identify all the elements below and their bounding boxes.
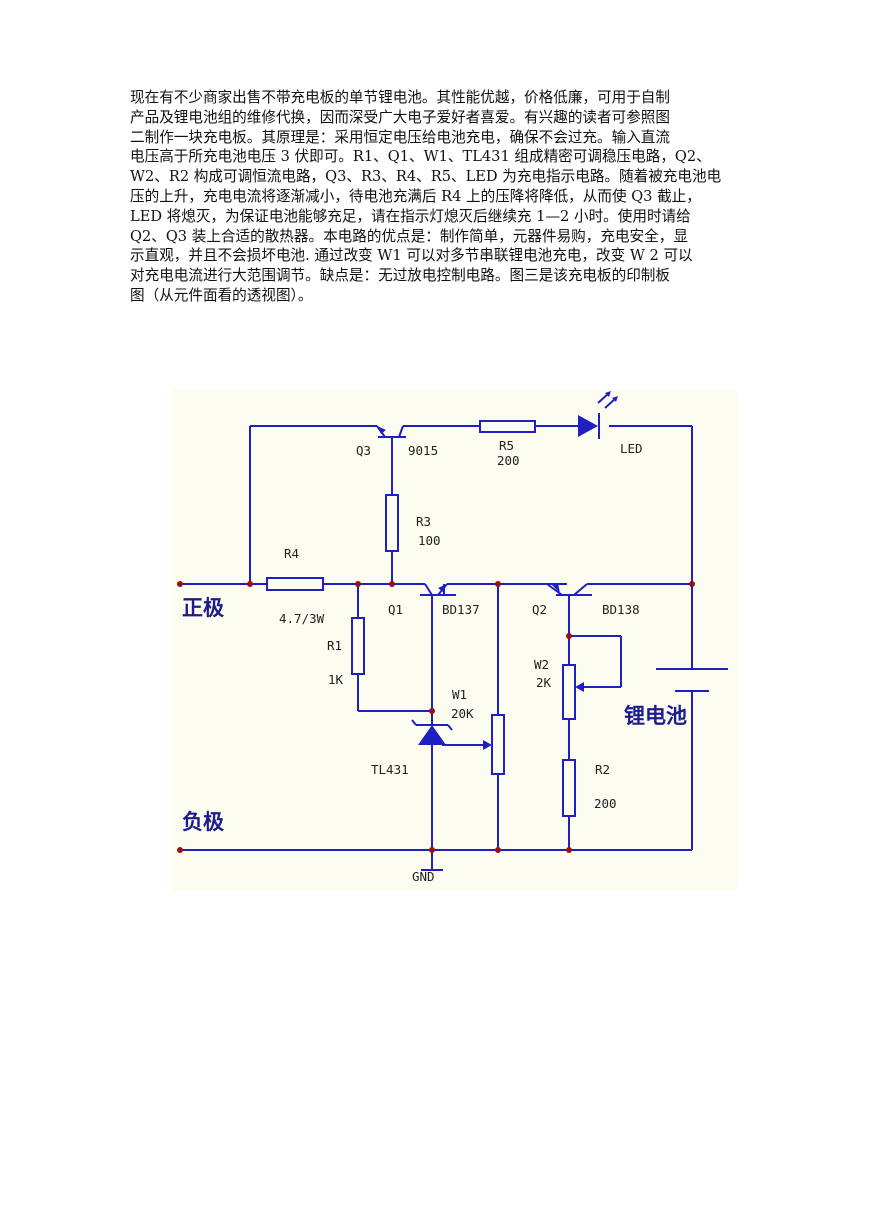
r3-value-label: 100	[418, 533, 441, 548]
r3-ref-label: R3	[416, 514, 431, 529]
article-line: Q2、Q3 装上合适的散热器。本电路的优点是：制作简单，元器件易购，充电安全，显	[130, 227, 688, 245]
w2-ref-label: W2	[534, 657, 549, 672]
r3-resistor	[385, 494, 399, 552]
r2-value-label: 200	[594, 796, 617, 811]
r5-value-label: 200	[497, 453, 520, 468]
q2-part-label: BD138	[602, 602, 640, 617]
q2-transistor	[546, 583, 592, 596]
junction-dot	[429, 708, 435, 714]
r5-resistor	[479, 420, 536, 433]
junction-dot	[566, 633, 572, 639]
positive-terminal-label: 正极	[182, 596, 225, 620]
junctions	[177, 581, 695, 853]
article-line: 示直观，并且不会损坏电池. 通过改变 W1 可以对多节串联锂电池充电，改变 W …	[130, 247, 693, 265]
r1-value-label: 1K	[328, 672, 344, 687]
junction-dot	[389, 581, 395, 587]
article-line: 产品及锂电池组的维修代换，因而深受广大电子爱好者喜爱。有兴趣的读者可参照图	[130, 108, 670, 126]
r4-resistor	[266, 577, 324, 591]
ground-label: GND	[412, 869, 435, 884]
r2-resistor	[562, 759, 576, 817]
q2-ref-label: Q2	[532, 602, 547, 617]
r1-ref-label: R1	[327, 638, 342, 653]
w1-ref-label: W1	[452, 687, 467, 702]
r1-resistor	[351, 617, 365, 675]
article-line: 压的上升，充电电流将逐渐减小，待电池充满后 R4 上的压降将降低，从而使 Q3 …	[130, 187, 701, 205]
charger-schematic: Q3 9015 R5 200 LED R3 100 R4 4.7/3W Q1 B…	[172, 389, 738, 891]
w2-potentiometer	[562, 664, 576, 720]
q3-ref-label: Q3	[356, 443, 371, 458]
article-line: 现在有不少商家出售不带充电板的单节锂电池。其性能优越，价格低廉，可用于自制	[130, 89, 670, 106]
junction-dot	[495, 847, 501, 853]
r4-value-label: 4.7/3W	[279, 611, 325, 626]
wires	[180, 425, 693, 870]
w1-potentiometer	[491, 714, 505, 775]
q1-transistor	[420, 583, 456, 596]
w2-value-label: 2K	[536, 675, 552, 690]
led-symbol	[578, 391, 618, 439]
tl431-ref-label: TL431	[371, 762, 409, 777]
article-line: 二制作一块充电板。其原理是：采用恒定电压给电池充电，确保不会过充。输入直流	[130, 128, 670, 146]
battery-symbol	[656, 668, 728, 692]
r2-ref-label: R2	[595, 762, 610, 777]
battery-label: 锂电池	[624, 704, 687, 728]
schematic-background	[172, 389, 738, 891]
w1-value-label: 20K	[451, 706, 474, 721]
q3-transistor	[376, 425, 406, 438]
junction-dot	[355, 581, 361, 587]
negative-terminal-label: 负极	[182, 810, 225, 834]
q3-part-label: 9015	[408, 443, 438, 458]
w2-wiper-arrowhead	[575, 682, 584, 692]
junction-dot	[247, 581, 253, 587]
r5-ref-label: R5	[499, 438, 514, 453]
junction-dot	[177, 581, 183, 587]
junction-dot	[495, 581, 501, 587]
r4-ref-label: R4	[284, 546, 299, 561]
q1-ref-label: Q1	[388, 602, 403, 617]
article-line: W2、R2 构成可调恒流电路，Q3、R3、R4、R5、LED 为充电指示电路。随…	[130, 168, 722, 186]
tl431-symbol	[411, 719, 453, 746]
junction-dot	[177, 847, 183, 853]
led-ref-label: LED	[620, 441, 643, 456]
w1-wiper-arrowhead	[483, 740, 492, 750]
article-line: 对充电电流进行大范围调节。缺点是：无过放电控制电路。图三是该充电板的印制板	[130, 267, 670, 285]
q1-part-label: BD137	[442, 602, 480, 617]
article-paragraph: 现在有不少商家出售不带充电板的单节锂电池。其性能优越，价格低廉，可用于自制 产品…	[130, 88, 766, 306]
junction-dot	[566, 847, 572, 853]
article-line: LED 将熄灭，为保证电池能够充足，请在指示灯熄灭后继续充 1—2 小时。使用时…	[130, 207, 691, 225]
article-line: 电压高于所充电池电压 3 伏即可。R1、Q1、W1、TL431 组成精密可调稳压…	[130, 148, 711, 166]
article-line: 图（从元件面看的透视图）。	[130, 286, 313, 304]
junction-dot	[429, 847, 435, 853]
junction-dot	[689, 581, 695, 587]
